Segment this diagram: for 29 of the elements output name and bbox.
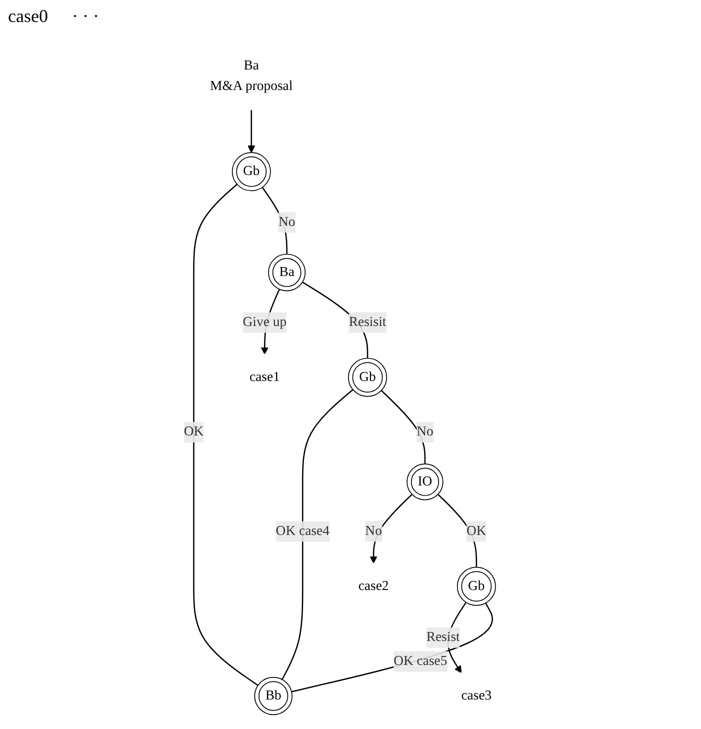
connector — [193, 184, 258, 686]
arrow — [248, 110, 256, 153]
edge-label: No — [278, 214, 296, 230]
note-text: case0 — [8, 6, 48, 27]
edge-label: No — [365, 524, 382, 538]
edge-label: No — [416, 424, 434, 440]
note-text: · · · — [72, 6, 99, 27]
edge-label: OK case5 — [393, 654, 448, 668]
connector — [380, 390, 426, 464]
edge-label: OK — [184, 424, 204, 440]
edge-label: Resist — [426, 630, 460, 644]
edge-label: OK — [466, 524, 486, 538]
edge-label: Give up — [242, 314, 286, 330]
edge-label: Resisit — [348, 314, 386, 330]
node-text: Ba M&A proposal — [210, 58, 293, 94]
node-circle: Gb — [232, 152, 271, 192]
connector — [437, 494, 477, 568]
node-circle: Gb — [348, 358, 387, 397]
node-circle: IO — [406, 463, 444, 500]
connector — [262, 186, 288, 254]
node-text: case1 — [249, 370, 280, 384]
connector — [282, 389, 354, 680]
edge-label: OK case4 — [276, 524, 330, 538]
arrow — [370, 494, 412, 564]
node-circle: Gb — [456, 566, 496, 606]
node-circle: Bb — [254, 676, 292, 716]
node-text: case2 — [358, 578, 389, 594]
node-circle: Ba — [268, 254, 306, 292]
node-text: case3 — [461, 688, 492, 703]
